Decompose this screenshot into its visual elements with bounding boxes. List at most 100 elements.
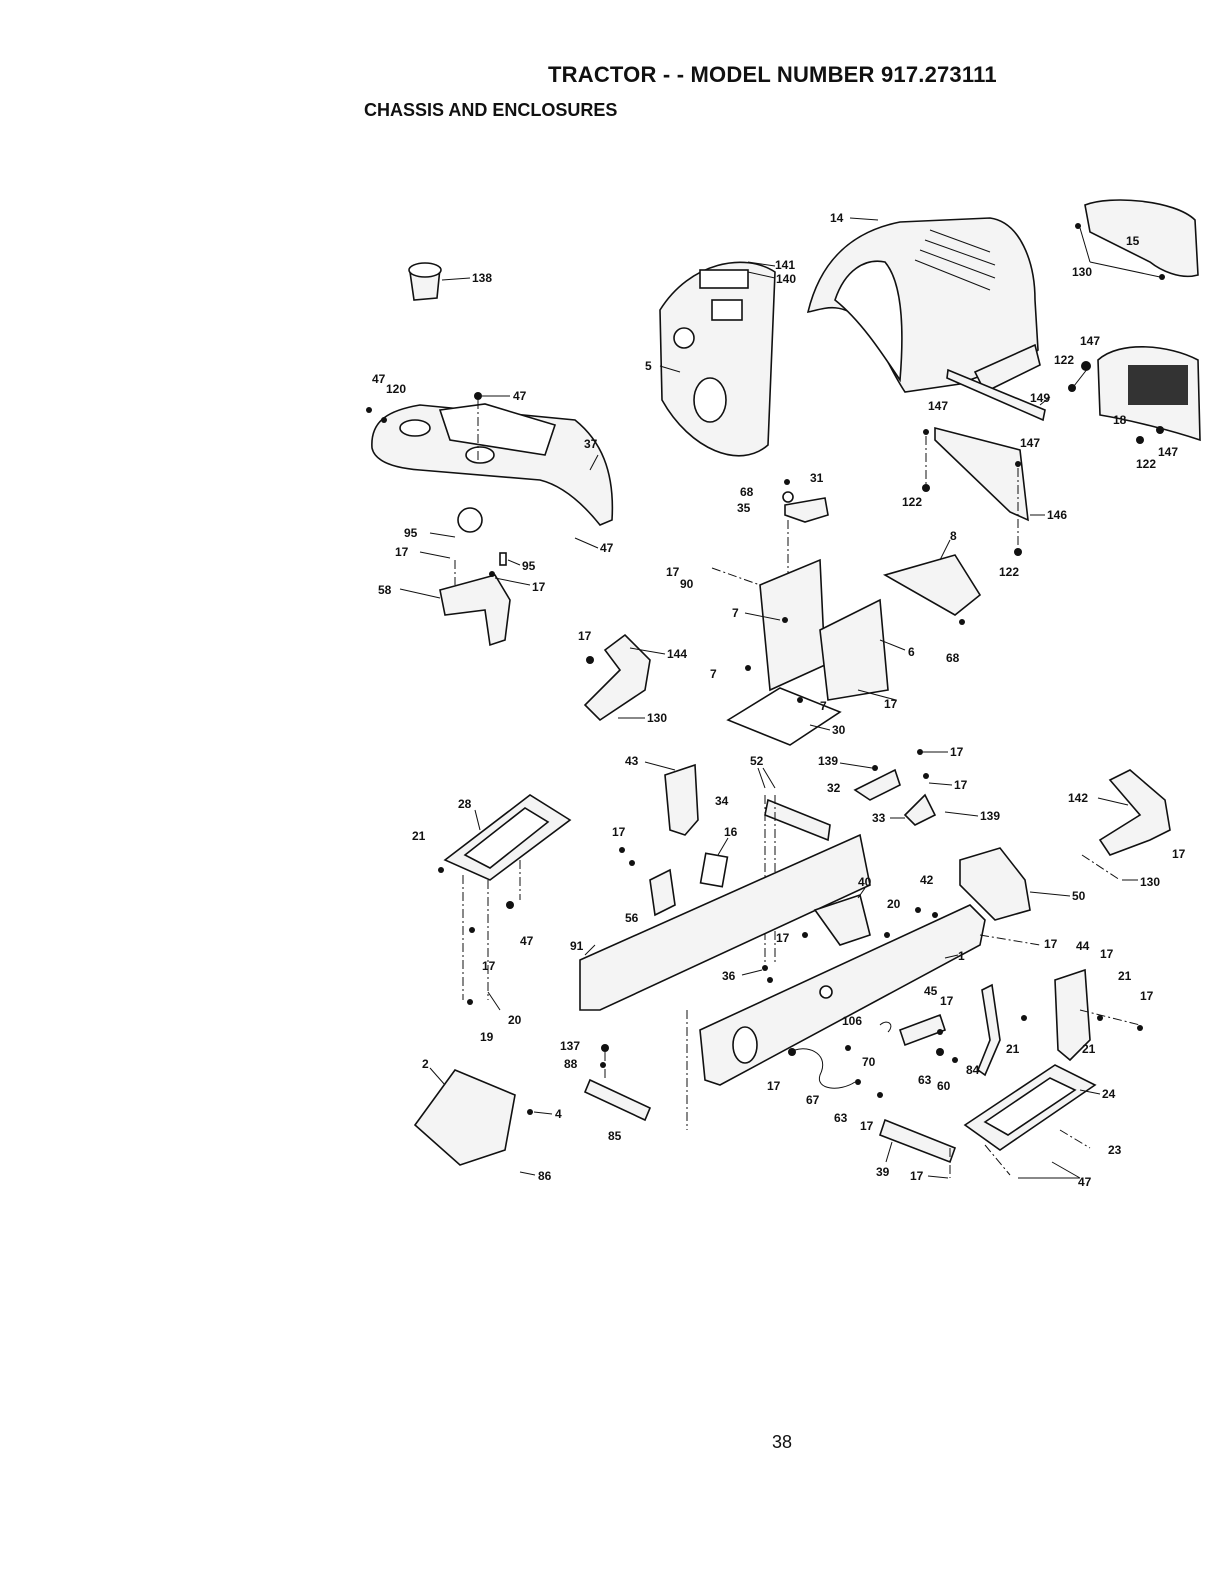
callout-17: 17 bbox=[910, 1169, 924, 1183]
callout-17: 17 bbox=[395, 545, 409, 559]
callout-90: 90 bbox=[680, 577, 694, 591]
frame-rail-left-91 bbox=[579, 833, 871, 1011]
callout-15: 15 bbox=[1126, 234, 1140, 248]
callout-95: 95 bbox=[404, 526, 418, 540]
callout-18: 18 bbox=[1113, 413, 1127, 427]
callout-43: 43 bbox=[625, 754, 639, 768]
callout-17: 17 bbox=[860, 1119, 874, 1133]
callout-67: 67 bbox=[806, 1093, 820, 1107]
callout-141: 141 bbox=[775, 258, 795, 272]
callout-60: 60 bbox=[937, 1079, 951, 1093]
bracket-39 bbox=[878, 1118, 957, 1164]
callout-17: 17 bbox=[954, 778, 968, 792]
callout-21: 21 bbox=[1118, 969, 1132, 983]
callout-85: 85 bbox=[608, 1129, 622, 1143]
callout-21: 21 bbox=[412, 829, 426, 843]
bracket-32 bbox=[853, 768, 901, 801]
bracket-56 bbox=[649, 868, 676, 917]
callout-120: 120 bbox=[386, 382, 406, 396]
callout-4: 4 bbox=[555, 1107, 562, 1121]
pivot-45 bbox=[898, 1013, 947, 1047]
bracket-44 bbox=[1054, 968, 1091, 1062]
tray-plate-8 bbox=[882, 554, 982, 616]
callout-88: 88 bbox=[564, 1057, 578, 1071]
bracket-43 bbox=[664, 763, 699, 836]
page-number: 38 bbox=[772, 1432, 793, 1452]
fender-part bbox=[371, 403, 614, 533]
callout-149: 149 bbox=[1030, 391, 1050, 405]
callout-36: 36 bbox=[722, 969, 736, 983]
callout-47: 47 bbox=[600, 541, 614, 555]
front-bracket-50 bbox=[959, 847, 1031, 921]
frame-rail-right-1 bbox=[699, 904, 986, 1086]
side-bracket-144 bbox=[583, 633, 651, 722]
callout-7: 7 bbox=[820, 699, 827, 713]
callout-84: 84 bbox=[966, 1063, 980, 1077]
callout-58: 58 bbox=[378, 583, 392, 597]
page-subtitle: CHASSIS AND ENCLOSURES bbox=[364, 100, 618, 120]
callout-24: 24 bbox=[1102, 1087, 1116, 1101]
callout-130: 130 bbox=[647, 711, 667, 725]
callout-31: 31 bbox=[810, 471, 824, 485]
floor-mat-30 bbox=[726, 687, 842, 746]
callout-17: 17 bbox=[776, 931, 790, 945]
bracket-40 bbox=[813, 893, 871, 946]
callout-146: 146 bbox=[1047, 508, 1067, 522]
callout-130: 130 bbox=[1140, 875, 1160, 889]
callout-17: 17 bbox=[940, 994, 954, 1008]
page-title: TRACTOR - - MODEL NUMBER 917.273111 bbox=[548, 62, 997, 87]
panel-part bbox=[934, 368, 1046, 522]
callout-139: 139 bbox=[980, 809, 1000, 823]
callout-137: 137 bbox=[560, 1039, 580, 1053]
callout-17: 17 bbox=[666, 565, 680, 579]
callout-23: 23 bbox=[1108, 1143, 1122, 1157]
callout-17: 17 bbox=[1172, 847, 1186, 861]
callout-16: 16 bbox=[724, 825, 738, 839]
bracket-34 bbox=[764, 798, 831, 842]
callout-138: 138 bbox=[472, 271, 492, 285]
callout-56: 56 bbox=[625, 911, 639, 925]
callout-21: 21 bbox=[1006, 1042, 1020, 1056]
fender-bracket-58 bbox=[439, 574, 511, 647]
callout-5: 5 bbox=[645, 359, 652, 373]
callout-17: 17 bbox=[612, 825, 626, 839]
callout-17: 17 bbox=[578, 629, 592, 643]
callout-17: 17 bbox=[1044, 937, 1058, 951]
callout-122: 122 bbox=[1136, 457, 1156, 471]
callout-17: 17 bbox=[1140, 989, 1154, 1003]
callout-50: 50 bbox=[1072, 889, 1086, 903]
callout-139: 139 bbox=[818, 754, 838, 768]
callout-95: 95 bbox=[522, 559, 536, 573]
callout-20: 20 bbox=[508, 1013, 522, 1027]
rear-bracket-142 bbox=[1098, 769, 1171, 856]
callout-17: 17 bbox=[1100, 947, 1114, 961]
callout-17: 17 bbox=[767, 1079, 781, 1093]
callout-130: 130 bbox=[1072, 265, 1092, 279]
hood-part bbox=[806, 217, 1041, 394]
callout-19: 19 bbox=[480, 1030, 494, 1044]
callout-106: 106 bbox=[842, 1014, 862, 1028]
callout-86: 86 bbox=[538, 1169, 552, 1183]
callout-17: 17 bbox=[482, 959, 496, 973]
callout-147: 147 bbox=[928, 399, 948, 413]
callout-47: 47 bbox=[513, 389, 527, 403]
bracket-85 bbox=[583, 1078, 652, 1122]
callout-63: 63 bbox=[834, 1111, 848, 1125]
callout-30: 30 bbox=[832, 723, 846, 737]
cup-holder-part bbox=[408, 262, 442, 301]
callout-147: 147 bbox=[1080, 334, 1100, 348]
callout-44: 44 bbox=[1076, 939, 1090, 953]
callout-91: 91 bbox=[570, 939, 584, 953]
callout-8: 8 bbox=[950, 529, 957, 543]
callout-20: 20 bbox=[887, 897, 901, 911]
callout-63: 63 bbox=[918, 1073, 932, 1087]
grille-top-part bbox=[1075, 199, 1199, 280]
console-box-part bbox=[759, 558, 889, 701]
callout-45: 45 bbox=[924, 984, 938, 998]
callout-17: 17 bbox=[532, 580, 546, 594]
callout-142: 142 bbox=[1068, 791, 1088, 805]
callout-68: 68 bbox=[946, 651, 960, 665]
callout-33: 33 bbox=[872, 811, 886, 825]
callout-2: 2 bbox=[422, 1057, 429, 1071]
